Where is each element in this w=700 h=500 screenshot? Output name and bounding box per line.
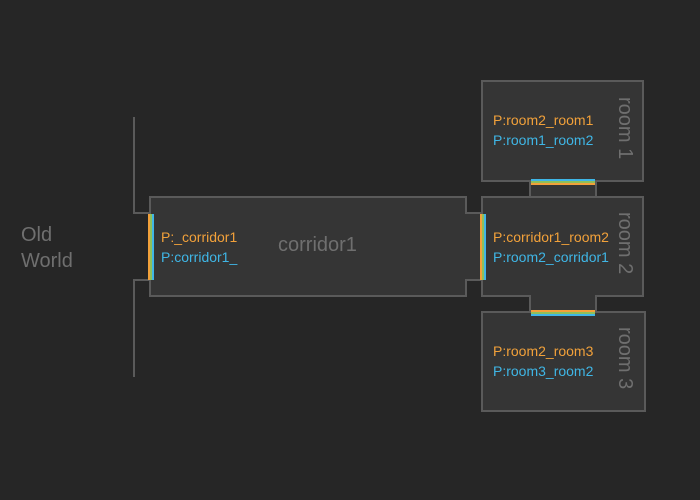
room2-title: room 2 <box>614 212 636 275</box>
corridor1-portal-out-label: P:corridor1_ <box>161 249 238 265</box>
room2-portal-out-label: P:room2_corridor1 <box>493 249 609 265</box>
old-world-label: Old World <box>21 224 73 272</box>
room3-portal-in-label: P:room2_room3 <box>493 343 594 359</box>
room1-portal-in-label: P:room2_room1 <box>493 112 594 128</box>
room1-portal-out-label: P:room1_room2 <box>493 132 594 148</box>
room1-title: room 1 <box>614 97 636 160</box>
room3-title: room 3 <box>614 327 636 390</box>
corridor1-title: corridor1 <box>278 234 357 256</box>
portal-oldworld-corridor1[interactable] <box>148 214 154 280</box>
portal-room1-room2[interactable] <box>531 179 595 185</box>
room3-portal-out-label: P:room3_room2 <box>493 363 594 379</box>
corridor1-portal-in-label: P:_corridor1 <box>161 229 238 245</box>
room2-portal-in-label: P:corridor1_room2 <box>493 229 609 245</box>
old-world-boundary <box>133 117 150 377</box>
portal-room2-room3[interactable] <box>531 310 595 316</box>
portal-corridor1-room2[interactable] <box>480 214 486 280</box>
